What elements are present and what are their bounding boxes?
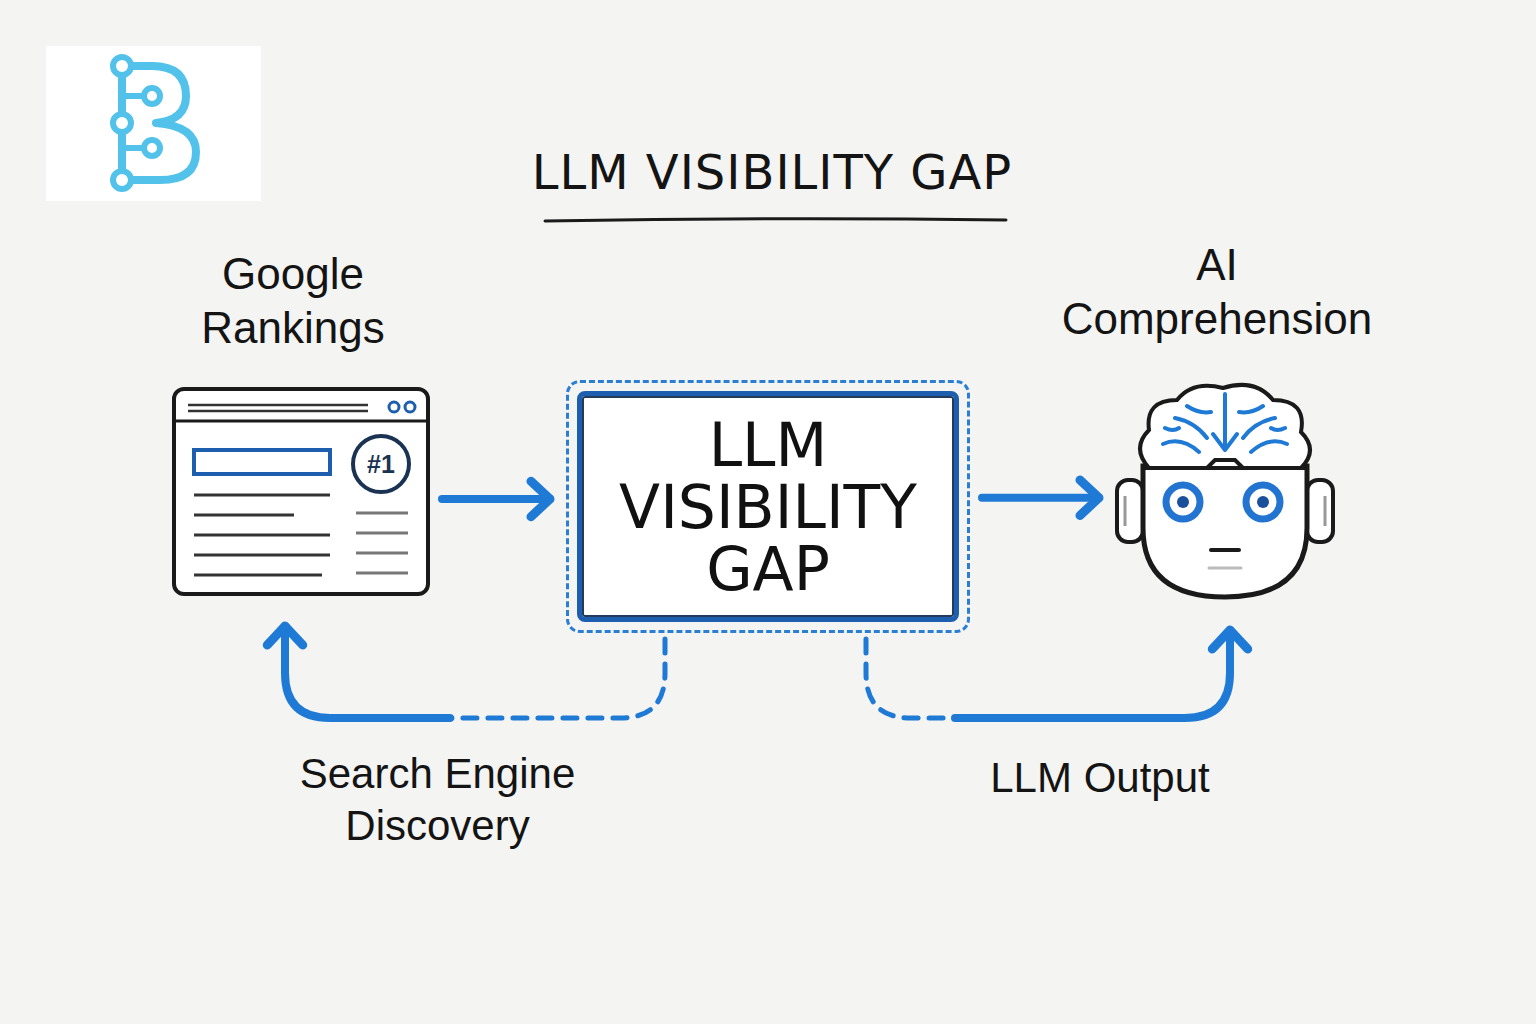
edge-label: LLM Output [950, 752, 1250, 804]
connector-arrow [866, 630, 1248, 718]
logo-dot [113, 57, 131, 75]
inner-frame: LLM VISIBILITY GAP [577, 391, 959, 622]
arrow-head [531, 481, 550, 516]
arrow-head [267, 626, 302, 645]
robot-brain [1140, 385, 1310, 468]
connector-arrow [442, 481, 550, 516]
robot-pupil [1177, 496, 1189, 508]
robot-mouth [1211, 548, 1239, 552]
logo-dot [113, 171, 131, 189]
edge-label: Search Engine Discovery [270, 748, 605, 852]
robot-pupil [1257, 496, 1269, 508]
robot-head [1143, 466, 1307, 597]
rank-badge [353, 436, 409, 492]
browser-window: Google Rankings#1 [172, 387, 430, 596]
robot-eye [1246, 485, 1280, 519]
result-lines [194, 495, 330, 575]
logo-dot [144, 88, 160, 104]
robot-ear [1307, 480, 1333, 542]
robot-eye [1166, 485, 1200, 519]
robot-ear [1117, 480, 1143, 542]
search-bar [194, 450, 330, 474]
rank-number: #1 [357, 440, 405, 488]
logo-dot [144, 140, 160, 156]
brand-logo [46, 46, 261, 201]
window-dot [405, 402, 415, 412]
connector-line [955, 630, 1230, 718]
dashed-link [450, 639, 665, 718]
node-outline [172, 387, 430, 596]
connector-line [982, 494, 1099, 502]
connector-line [442, 495, 550, 503]
node-heading: AI Comprehension [1057, 238, 1377, 346]
toolbar-line [188, 405, 368, 411]
node-heading: Google Rankings [143, 247, 443, 355]
box-title: LLM VISIBILITY GAP [588, 414, 948, 600]
robot-chin [1209, 567, 1241, 570]
arrow-head [1212, 630, 1247, 649]
dashed-link [866, 639, 955, 718]
sidebar-lines [356, 513, 408, 573]
gap-box: LLM VISIBILITY GAP [566, 380, 970, 633]
title-underline [545, 219, 1006, 221]
connector-line [285, 626, 450, 718]
diagram-title: LLM VISIBILITY GAP [372, 142, 1172, 202]
node-outline [1115, 378, 1335, 600]
logo-dot [113, 114, 131, 132]
connector-arrow [267, 626, 665, 718]
arrow-head [1080, 480, 1099, 515]
browser-frame [174, 389, 428, 594]
toolbar-divider [176, 420, 426, 423]
connector-arrow [982, 480, 1099, 515]
window-dot [389, 402, 399, 412]
logo-tile [46, 46, 261, 201]
head-seam [1143, 460, 1307, 468]
robot-head-node: AI Comprehension [1115, 378, 1335, 600]
brain-veins [1163, 394, 1287, 452]
